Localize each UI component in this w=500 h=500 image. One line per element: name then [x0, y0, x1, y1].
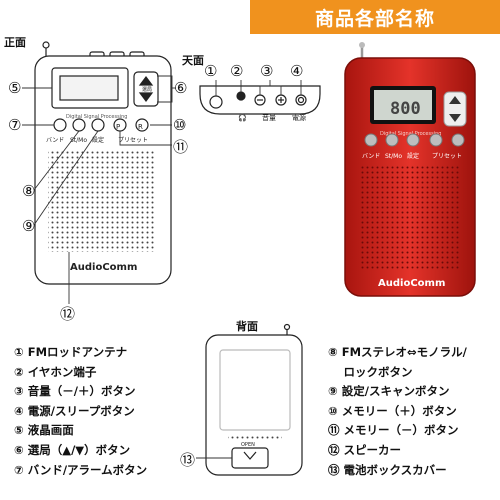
callout-5: ⑤: [8, 79, 22, 97]
callout-8: ⑧: [22, 182, 36, 200]
callout-1: ①: [204, 62, 218, 80]
front-speaker-grill: [48, 150, 156, 252]
legend-item: ⑫ スピーカー: [328, 442, 402, 457]
top-view: [199, 85, 321, 115]
legend-item: ④ 電源/スリープボタン: [14, 403, 135, 418]
top-power-label: 電源: [292, 113, 306, 122]
red-brand: AudioComm: [378, 278, 445, 289]
red-lcd: [374, 90, 432, 120]
legend-item: ① FMロッドアンテナ: [14, 345, 128, 359]
svg-text:P: P: [116, 123, 120, 131]
callout-4: ④: [290, 62, 304, 80]
callout-7: ⑦: [8, 116, 22, 134]
red-lcd-reading: 800: [390, 99, 421, 119]
front-view-label: 正面: [4, 36, 26, 49]
red-radio-photo: 800 Digital Signal Processing バンド St/Mo …: [344, 42, 476, 297]
front-btn-label-1: St/Mo: [70, 137, 87, 144]
legend-item: ⑪ メモリー（－）ボタン: [328, 423, 459, 438]
legend-item: ⑬ 電池ボックスカバー: [328, 462, 447, 477]
back-view: [205, 323, 303, 476]
top-earphone-jack[interactable]: [236, 91, 246, 101]
legend-item: ⑤ 液晶画面: [14, 423, 74, 438]
callout-2: ②: [230, 62, 244, 80]
svg-text:プリセット: プリセット: [432, 153, 462, 160]
back-vent: [228, 434, 282, 439]
svg-text:R: R: [138, 123, 143, 131]
svg-text:設定: 設定: [407, 152, 419, 160]
header-title: 商品各部名称: [314, 7, 435, 30]
callout-9: ⑨: [22, 217, 36, 235]
legend-item: ② イヤホン端子: [14, 364, 97, 379]
callout-11: ⑪: [173, 138, 189, 156]
svg-text:St/Mo: St/Mo: [385, 153, 402, 160]
callout-6: ⑥: [174, 79, 188, 97]
callout-3: ③: [260, 62, 274, 80]
legend-item: ③ 音量（－/＋）ボタン: [14, 384, 136, 399]
front-tune-label: 選局: [142, 86, 152, 93]
callout-10: ⑩: [173, 116, 187, 134]
front-btn-label-2: 設定: [92, 136, 104, 144]
front-btn-label-0: バンド: [46, 137, 64, 144]
header-banner: 商品各部名称: [250, 0, 500, 34]
top-view-label: 天面: [182, 54, 204, 67]
legend-item: ⑧ FMステレオ⇔モノラル/: [328, 345, 467, 359]
front-mem-minus-button[interactable]: [135, 118, 149, 132]
callout-12: ⑫: [60, 305, 76, 323]
legend-item: ⑥ 選局（▲/▼）ボタン: [14, 442, 131, 457]
legend-item: ⑦ バンド/アラームボタン: [14, 462, 148, 477]
front-dsp-text: Digital Signal Processing: [66, 114, 127, 120]
top-antenna-base: [209, 95, 223, 109]
legend-item: ロックボタン: [328, 364, 413, 379]
headphone-icon: 🎧: [238, 113, 247, 122]
callout-13: ⑬: [180, 451, 196, 469]
front-view: [34, 41, 172, 285]
legend-right: ⑧ FMステレオ⇔モノラル/ ロックボタン ⑨ 設定/スキャンボタン ⑩ メモリ…: [328, 343, 467, 480]
legend-item: ⑩ メモリー（＋）ボタン: [328, 403, 457, 418]
front-tune-button[interactable]: [133, 71, 159, 107]
legend-item: ⑨ 設定/スキャンボタン: [328, 384, 450, 399]
back-body: [205, 334, 303, 476]
battery-cover[interactable]: [231, 447, 269, 469]
front-brand: AudioComm: [70, 262, 137, 273]
legend-left: ① FMロッドアンテナ ② イヤホン端子 ③ 音量（－/＋）ボタン ④ 電源/ス…: [14, 343, 147, 480]
svg-text:バンド: バンド: [362, 153, 380, 160]
front-btn-label-preset: プリセット: [118, 137, 148, 144]
back-view-label: 背面: [236, 320, 258, 333]
top-volume-label: 音量: [262, 113, 276, 122]
back-open-label: OPEN: [241, 442, 255, 448]
